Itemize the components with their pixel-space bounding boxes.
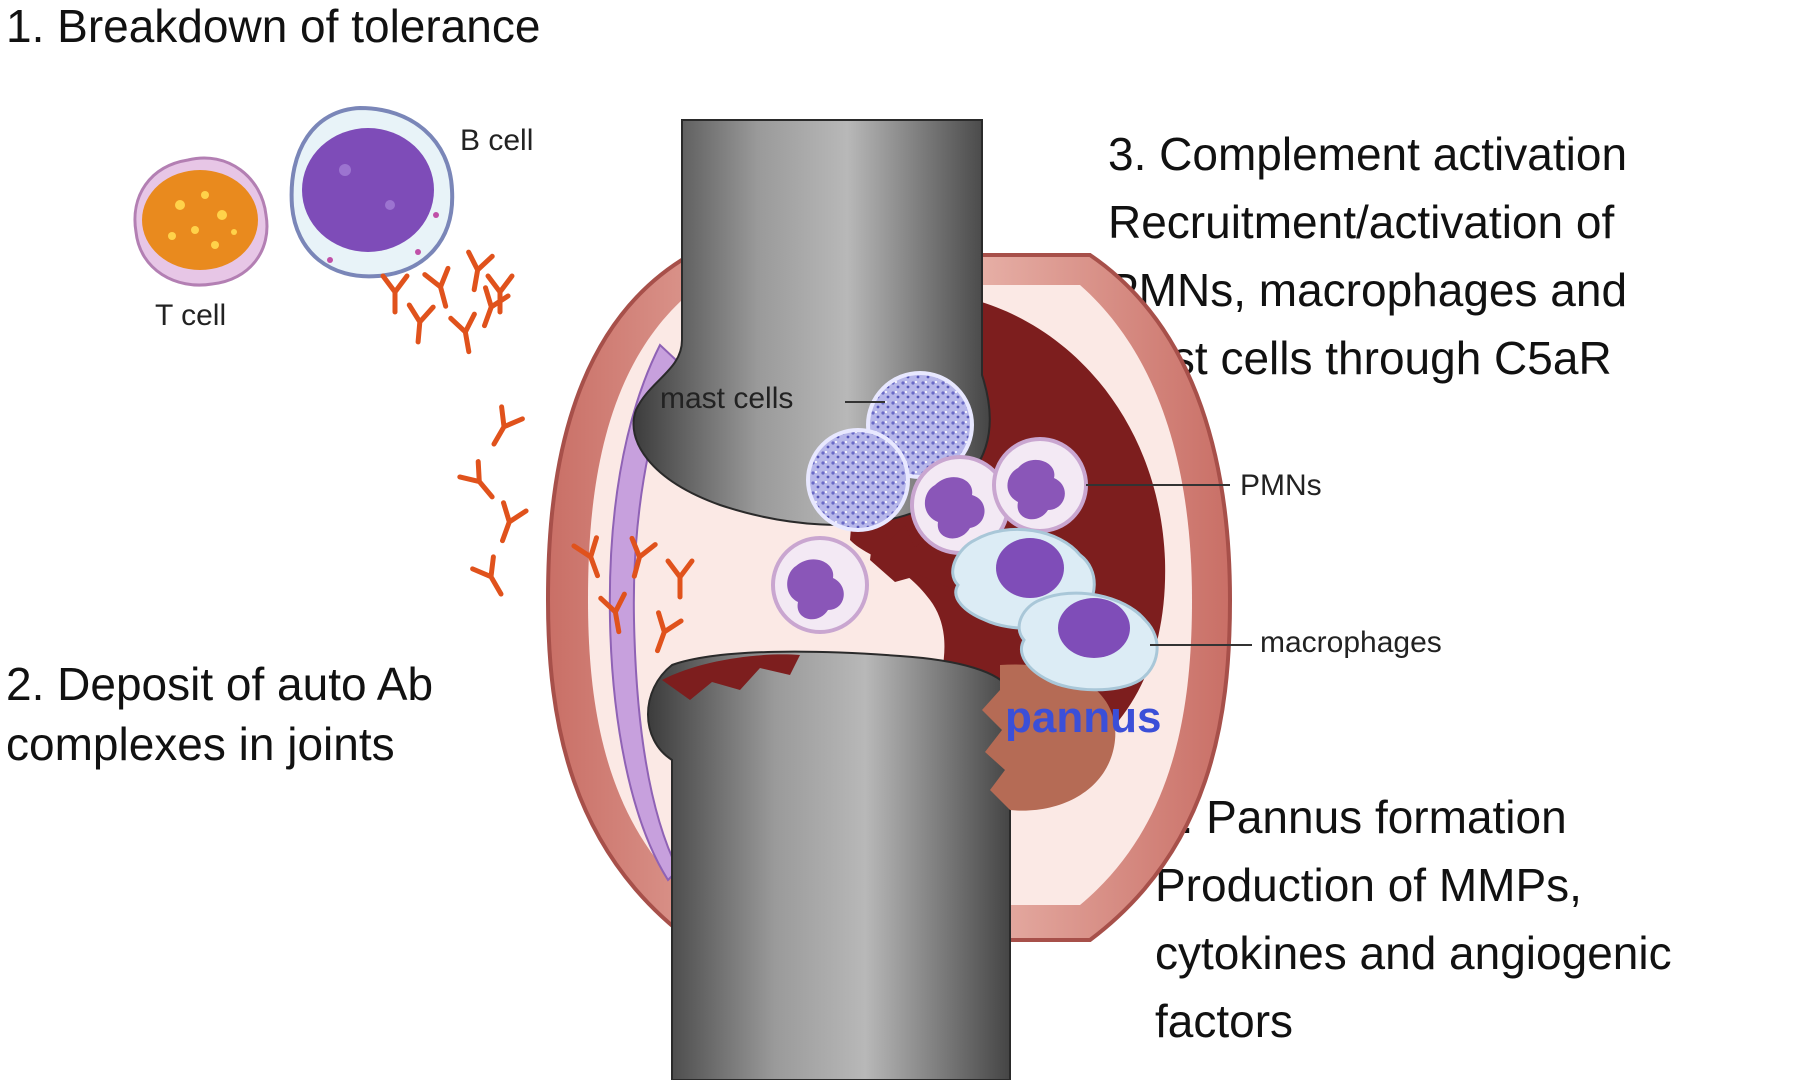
antibody-icon	[448, 311, 477, 355]
macrophage-cell	[1017, 591, 1159, 692]
antibody-icon	[481, 285, 511, 329]
t-cell	[133, 156, 269, 287]
macrophages-label: macrophages	[1260, 626, 1442, 659]
t-cell-label: T cell	[155, 299, 226, 332]
step4-line3: cytokines and angiogenic	[1155, 927, 1672, 979]
step4-line2: Production of MMPs,	[1155, 859, 1582, 911]
antibody-icon	[466, 249, 495, 293]
step3-line1: 3. Complement activation	[1108, 128, 1627, 180]
antibody-icon	[380, 273, 410, 315]
step2-line1: 2. Deposit of auto Ab	[6, 658, 433, 710]
step2-line2: complexes in joints	[6, 718, 395, 770]
pmns-label: PMNs	[1240, 469, 1322, 502]
antibody-icon	[629, 535, 658, 579]
antibody-icon	[491, 404, 525, 447]
step4-line1: 4. Pannus formation	[1155, 791, 1567, 843]
step1-title: 1. Breakdown of tolerance	[6, 0, 540, 52]
antibody-icon	[457, 459, 495, 500]
antibody-icon	[470, 554, 504, 597]
mast-cells-group	[806, 371, 974, 532]
step3-line2: Recruitment/activation of	[1108, 196, 1614, 248]
antibody-icon	[571, 535, 601, 579]
antibody-icon	[665, 558, 695, 600]
pmns-group	[771, 437, 1088, 634]
step3-line4: mast cells through C5aR	[1108, 332, 1612, 384]
antibodies-group	[380, 249, 695, 654]
antibody-icon	[654, 610, 684, 654]
pmn-cell	[992, 437, 1088, 533]
b-cell	[289, 105, 455, 279]
antibody-icon	[406, 302, 436, 345]
macrophages-group	[951, 527, 1159, 692]
step4-line4: factors	[1155, 995, 1293, 1047]
step3-line3: PMNs, macrophages and	[1108, 264, 1627, 316]
antibody-icon	[422, 265, 451, 309]
lower-bone	[647, 650, 1011, 1080]
pmn-cell	[771, 536, 869, 634]
pannus-tissue	[982, 664, 1116, 811]
antibody-icon	[598, 591, 627, 635]
lower-bone-erosion	[662, 654, 800, 700]
antibody-icon	[499, 500, 529, 544]
mast-cell	[806, 428, 910, 532]
b-cell-label: B cell	[460, 124, 533, 157]
pannus-label: pannus	[1005, 693, 1161, 742]
mast-cells-label: mast cells	[660, 382, 793, 415]
